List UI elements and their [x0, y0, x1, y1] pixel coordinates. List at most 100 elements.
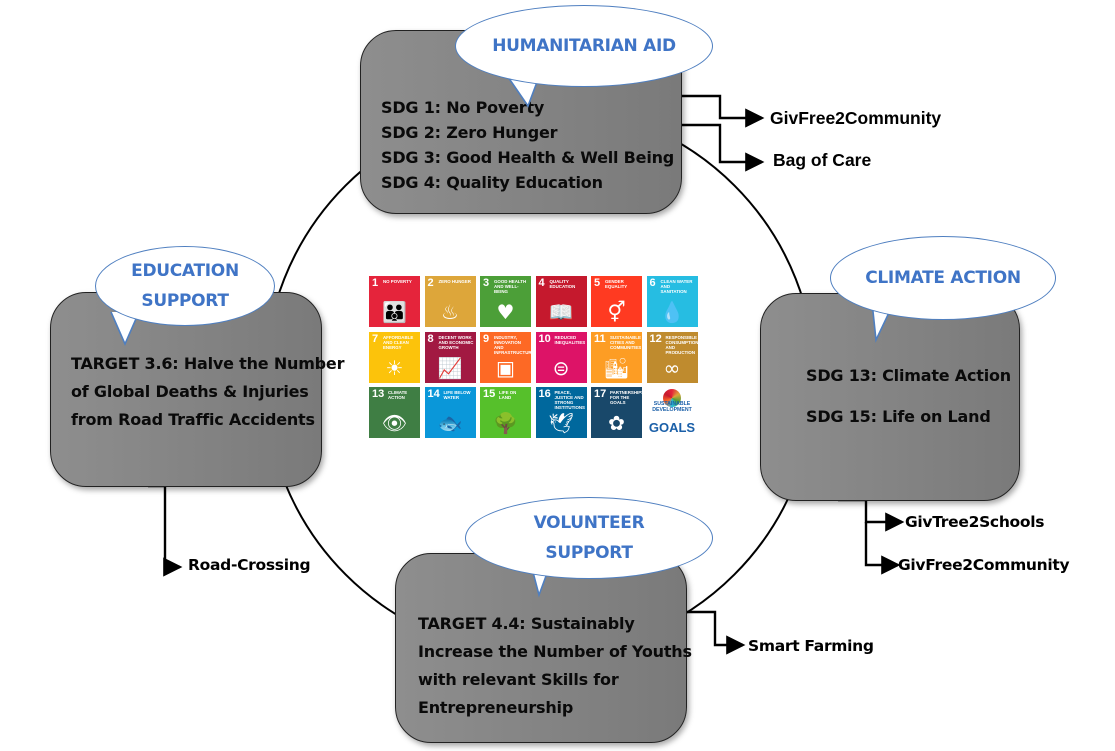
dove-icon: 🕊	[548, 411, 574, 435]
connector-givfree2community-2	[864, 522, 901, 575]
connector-givtree2schools	[838, 498, 905, 532]
education-support-bubble-tail	[110, 311, 140, 346]
target-line: Entrepreneurship	[418, 698, 574, 717]
sdg-tile-number: 14	[427, 388, 440, 400]
sdg-tile-13: 13Climate Action👁	[369, 387, 420, 438]
output-givfree2community-climate: GivFree2Community	[898, 556, 1070, 574]
fish-icon: 🐟	[437, 411, 463, 435]
output-road-crossing: Road-Crossing	[188, 556, 311, 574]
city-icon: 🏙	[603, 355, 630, 380]
sdg-tile-number: 3	[483, 277, 490, 289]
sdg-logo-goals: GOALS	[648, 420, 696, 435]
volunteer-support-title-line: SUPPORT	[545, 543, 633, 563]
sdg-tile-14: 14Life Below Water 🐟	[424, 387, 476, 438]
target-line: Increase the Number of Youths	[418, 642, 692, 661]
sdg-line: SDG 15: Life on Land	[806, 407, 991, 426]
connector-givfree2community	[681, 94, 765, 128]
sdg-tile-title: Clean Water and Sanitation	[660, 279, 693, 294]
sdg-tile-number: 6	[649, 277, 656, 289]
sdg-tile-9: 9Industry, Innovation and Infrastructure…	[480, 331, 531, 383]
sdg-line: SDG 3: Good Health & Well Being	[381, 148, 675, 167]
sdg-tile-number: 11	[594, 332, 606, 345]
education-support-title-line: SUPPORT	[141, 291, 229, 311]
sdg-tile-number: 5	[594, 277, 601, 289]
target-line: from Road Traffic Accidents	[71, 410, 315, 429]
flower-icon: ✿	[608, 411, 625, 435]
output-bag-of-care: Bag of Care	[773, 150, 872, 170]
heartbeat-icon: ♥	[496, 300, 515, 324]
education-support-title-line: EDUCATION	[131, 261, 239, 281]
connector-road-crossing	[148, 484, 183, 577]
sdg-tile-number: 15	[483, 388, 496, 400]
target-line: of Global Deaths & Injuries	[71, 382, 309, 401]
education-support-target: TARGET 3.6: Halve the Number of Global D…	[71, 350, 344, 434]
sdg-tile-number: 13	[372, 388, 385, 400]
output-givtree2schools: GivTree2Schools	[905, 513, 1045, 531]
connector-smart-farming	[686, 610, 746, 655]
output-smart-farming: Smart Farming	[748, 637, 874, 655]
sdg-tile-number: 12	[649, 332, 662, 345]
climate-action-bubble: CLIMATE ACTION	[830, 236, 1056, 320]
output-givfree2community: GivFree2Community	[770, 108, 942, 128]
sdg-logo-title: SUSTAINABLE DEVELOPMENT	[652, 401, 692, 413]
climate-action-box	[760, 293, 1020, 501]
sdg-tile-title: Reduced Inequalities	[554, 334, 586, 345]
sun-icon: ☀	[385, 355, 404, 380]
sdg-tile-number: 10	[538, 332, 551, 345]
climate-action-title: CLIMATE ACTION	[865, 268, 1021, 288]
sdg-tile-title: No Poverty	[383, 279, 412, 284]
humanitarian-aid-bubble: HUMANITARIAN AID	[455, 5, 713, 87]
target-line: with relevant Skills for	[418, 670, 619, 689]
humanitarian-aid-title: HUMANITARIAN AID	[492, 36, 676, 56]
people-icon: 👪	[382, 300, 407, 324]
humanitarian-aid-sdg-list: SDG 1: No Poverty SDG 2: Zero Hunger SDG…	[381, 95, 674, 195]
sdg-tile-title: Affordable and Clean Energy	[383, 334, 414, 350]
sdg-tile-12: 12Responsible Consumption and Production…	[646, 331, 698, 383]
volunteer-support-target: TARGET 4.4: Sustainably Increase the Num…	[418, 610, 692, 722]
sdg-tile-title: Zero Hunger	[438, 279, 471, 284]
volunteer-support-bubble: VOLUNTEER SUPPORT	[465, 497, 713, 579]
sdg-tile-8: 8Decent Work and Economic Growth📈	[424, 331, 476, 383]
sdg-line: SDG 2: Zero Hunger	[381, 123, 558, 142]
sdg-tile-title: Responsible Consumption and Production	[665, 334, 698, 355]
sdg-tile-7: 7 Affordable and Clean Energy ☀	[369, 331, 420, 383]
sdg-tile-2: 2Zero Hunger♨	[424, 276, 476, 327]
sdg-tile-number: 8	[427, 332, 434, 345]
sdg-tile-title: Good Health and Well-Being	[494, 279, 527, 294]
sdg-tile-15: 15Life on Land 🌳	[480, 387, 531, 438]
sdg-tile-number: 7	[372, 332, 379, 345]
target-line: TARGET 3.6: Halve the Number	[71, 354, 345, 373]
bowl-icon: ♨	[441, 300, 459, 324]
growth-icon: 📈	[437, 355, 463, 380]
sdg-tile-title: Gender Equality	[605, 279, 628, 289]
connector-bag-of-care	[681, 123, 765, 172]
sdg-tile-3: 3 Good Health and Well-Being ♥	[480, 276, 531, 327]
sdg-tile-title: Peace, Justice and Strong Institutions	[554, 390, 586, 410]
tree-icon: 🌳	[493, 411, 518, 435]
sdg-tile-11: 11 Sustainable Cities and Communities 🏙	[591, 331, 642, 383]
sdg-logo-tile: SUSTAINABLE DEVELOPMENT GOALS	[646, 387, 698, 438]
sdg-tile-title: Quality Education	[549, 279, 576, 289]
education-support-bubble: EDUCATION SUPPORT	[95, 246, 275, 326]
sdg-tile-title: Sustainable Cities and Communities	[610, 334, 642, 350]
sdg-tile-1: 1 No Poverty 👪	[369, 276, 420, 327]
sdg-wheel-icon	[662, 389, 681, 407]
target-line: TARGET 4.4: Sustainably	[418, 614, 635, 633]
sdg-tile-number: 17	[594, 388, 607, 400]
sdg-tile-title: Life Below Water	[443, 390, 471, 400]
sdg-tile-17: 17Partnerships for the Goals✿	[591, 387, 642, 438]
book-icon: 📖	[548, 300, 574, 324]
sdg-tile-title: Life on Land	[499, 390, 517, 400]
sdg-tile-number: 4	[538, 277, 545, 289]
sdg-tile-title: Climate Action	[388, 390, 408, 400]
sdg-tile-4: 4 Quality Education 📖	[535, 276, 587, 327]
water-icon: 💧	[659, 300, 685, 324]
volunteer-support-title-line: VOLUNTEER	[533, 513, 645, 533]
sdg-line: SDG 13: Climate Action	[806, 366, 1011, 385]
sdg-line: SDG 4: Quality Education	[381, 173, 603, 192]
sdg-tile-title: Industry, Innovation and Infrastructure	[494, 334, 531, 355]
infinity-icon: ∞	[663, 355, 681, 380]
sdg-line: SDG 1: No Poverty	[381, 98, 545, 117]
sdg-tile-number: 1	[372, 277, 379, 289]
